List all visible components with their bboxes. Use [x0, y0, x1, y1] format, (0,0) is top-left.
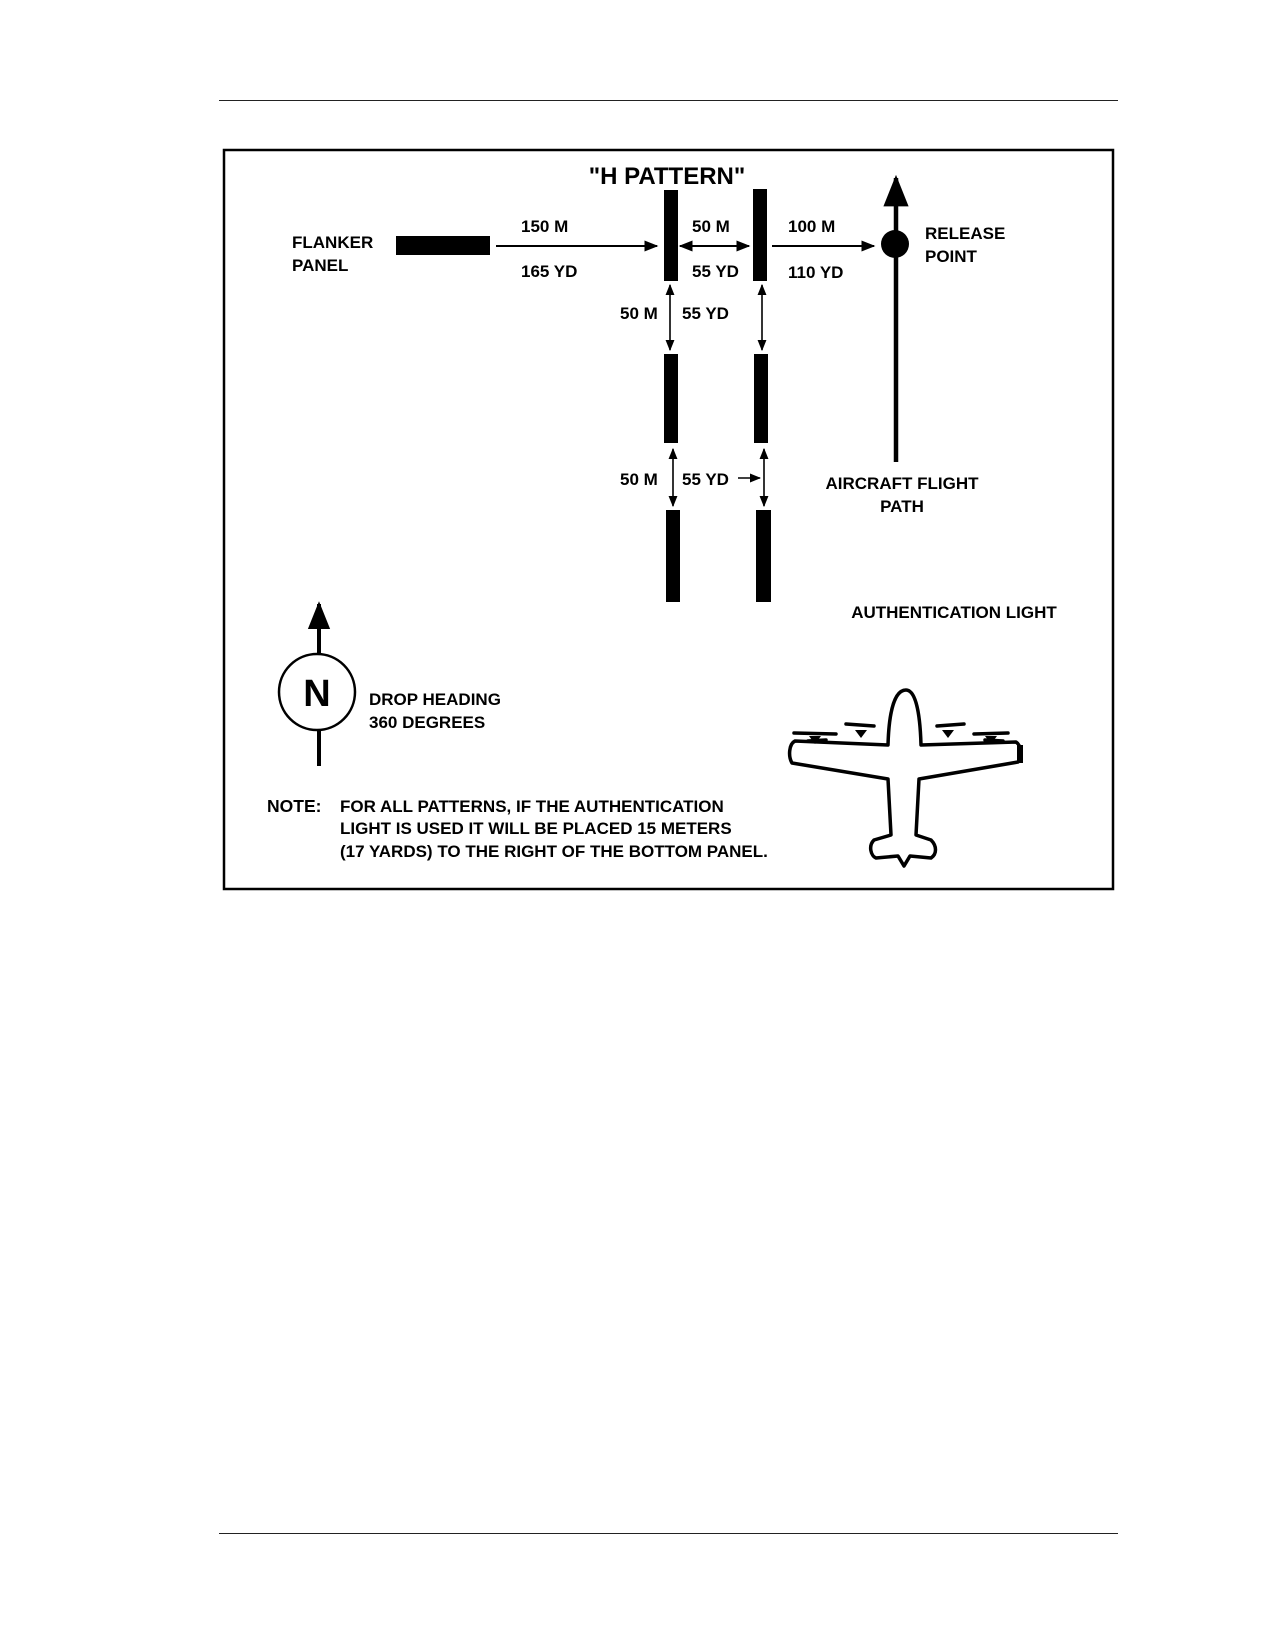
- flanker-panel: [396, 236, 490, 255]
- release-distance-meters: 100 M: [788, 217, 835, 236]
- between-panels-yards: 55 YD: [692, 262, 739, 281]
- flanker-panel-label-line1: FLANKER: [292, 233, 373, 252]
- flanker-panel-label-line2: PANEL: [292, 256, 348, 275]
- panel-right-bottom: [756, 510, 771, 602]
- flanker-distance-yards: 165 YD: [521, 262, 577, 281]
- panel-right-middle: [754, 354, 768, 443]
- panel-left-middle: [664, 354, 678, 443]
- aircraft-engines: [809, 730, 1023, 763]
- note-line-2: LIGHT IS USED IT WILL BE PLACED 15 METER…: [340, 819, 732, 838]
- compass-letter: N: [303, 673, 330, 715]
- footer-rule: [219, 1533, 1118, 1534]
- flight-path-label-line2: PATH: [880, 497, 924, 516]
- header-rule: [219, 100, 1118, 101]
- vertical-gap1-meters: 50 M: [620, 304, 658, 323]
- compass-icon: N: [277, 601, 357, 766]
- flanker-distance-meters: 150 M: [521, 217, 568, 236]
- release-point-marker: [881, 230, 909, 258]
- between-panels-meters: 50 M: [692, 217, 730, 236]
- vertical-gap1-yards: 55 YD: [682, 304, 729, 323]
- diagram-title: "H PATTERN": [589, 163, 746, 190]
- flight-path-label-line1: AIRCRAFT FLIGHT: [826, 474, 980, 493]
- diagram-frame: [222, 148, 1115, 891]
- panel-left-bottom: [666, 510, 680, 602]
- drop-heading-label-line1: DROP HEADING: [369, 690, 501, 709]
- aircraft-icon: [787, 688, 1023, 868]
- release-point-label-line2: POINT: [925, 247, 978, 266]
- release-distance-yards: 110 YD: [788, 263, 843, 282]
- vertical-gap2-yards: 55 YD: [682, 470, 729, 489]
- note-label: NOTE:: [267, 796, 321, 816]
- note-line-1: FOR ALL PATTERNS, IF THE AUTHENTICATION: [340, 797, 724, 816]
- note-line-3: (17 YARDS) TO THE RIGHT OF THE BOTTOM PA…: [340, 842, 768, 861]
- panel-right-top: [753, 189, 767, 281]
- panel-left-top: [664, 190, 678, 281]
- vertical-gap2-meters: 50 M: [620, 470, 658, 489]
- authentication-light-label: AUTHENTICATION LIGHT: [851, 603, 1057, 622]
- drop-heading-label-line2: 360 DEGREES: [369, 713, 485, 732]
- release-point-label-line1: RELEASE: [925, 224, 1005, 243]
